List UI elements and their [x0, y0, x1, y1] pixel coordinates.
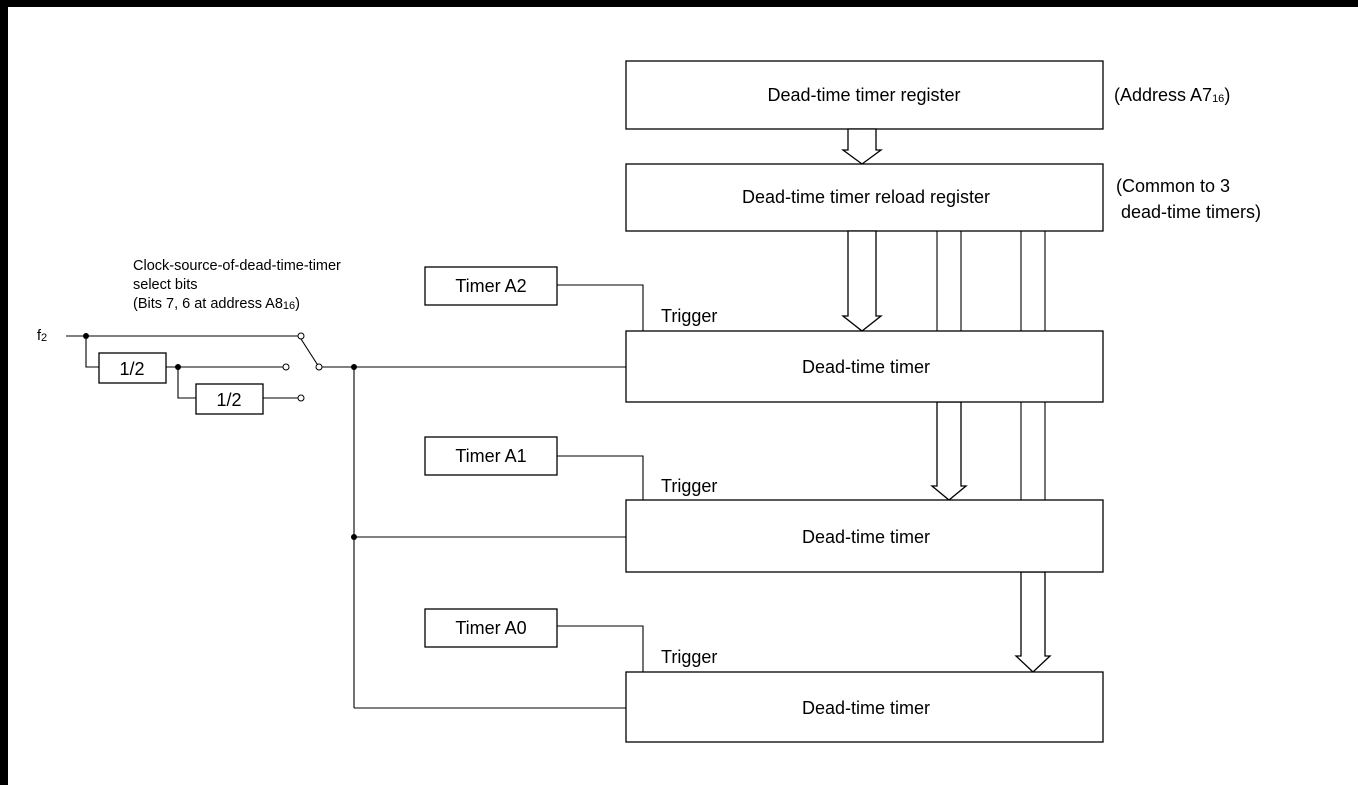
- trigger-label-1: Trigger: [661, 306, 717, 326]
- divider-1-input-line: [85, 336, 99, 368]
- clock-input-f2-label: f2: [37, 328, 47, 344]
- switch-contact-f2-div4: [297, 394, 305, 402]
- bus-arrow-register-to-reload: [841, 128, 883, 165]
- dead-time-timer-2-box: [625, 499, 1104, 573]
- selector-switch-pivot: [315, 363, 323, 371]
- dead-time-timer-1-box: [625, 330, 1104, 403]
- selector-switch-arm: [300, 338, 320, 368]
- common-annotation-line1: (Common to 3: [1116, 176, 1230, 196]
- timer-a0-box: [424, 608, 558, 648]
- frame-left-border: [0, 0, 8, 785]
- divider-1-box: [98, 352, 167, 384]
- switch-contact-f2-div2: [282, 363, 290, 371]
- trigger-label-3: Trigger: [661, 647, 717, 667]
- timer-a2-trigger-line: [557, 284, 644, 331]
- divider-1-label: 1/2: [119, 359, 144, 379]
- reload-register-box: [625, 163, 1104, 232]
- reload-register-label: Dead-time timer reload register: [742, 187, 990, 207]
- clock-select-label-line3: (Bits 7, 6 at address A816): [133, 296, 300, 312]
- common-annotation-line2: dead-time timers): [1121, 202, 1261, 222]
- divider-2-input-line: [177, 367, 196, 399]
- dead-time-timer-2-label: Dead-time timer: [802, 527, 930, 547]
- bus-arrow-to-timer-a0: [1014, 571, 1052, 673]
- frame-top-border: [0, 0, 1358, 7]
- clock-select-label-line2: select bits: [133, 277, 197, 293]
- bus-arrow-to-timer-a1: [930, 401, 968, 501]
- bus-arrow-to-timer-a2: [841, 230, 883, 332]
- timer-a1-trigger-line: [557, 455, 644, 500]
- divider-2-box: [195, 383, 264, 415]
- switch-contact-f2: [297, 332, 305, 340]
- timer-a0-trigger-line: [557, 625, 644, 672]
- dead-time-timer-register-label: Dead-time timer register: [767, 85, 960, 105]
- address-a7-annotation: (Address A716): [1114, 85, 1230, 105]
- timer-a0-label: Timer A0: [455, 618, 526, 638]
- dead-time-timer-1-label: Dead-time timer: [802, 357, 930, 377]
- clock-select-label-line1: Clock-source-of-dead-time-timer: [133, 258, 341, 274]
- junction-dot: [351, 534, 357, 540]
- timer-a2-label: Timer A2: [455, 276, 526, 296]
- timer-a1-label: Timer A1: [455, 446, 526, 466]
- timer-a2-box: [424, 266, 558, 306]
- divider-2-label: 1/2: [216, 390, 241, 410]
- dead-time-timer-3-label: Dead-time timer: [802, 698, 930, 718]
- timer-a1-box: [424, 436, 558, 476]
- dead-time-timer-register-box: [625, 60, 1104, 130]
- trigger-label-2: Trigger: [661, 476, 717, 496]
- dead-time-timer-3-box: [625, 671, 1104, 743]
